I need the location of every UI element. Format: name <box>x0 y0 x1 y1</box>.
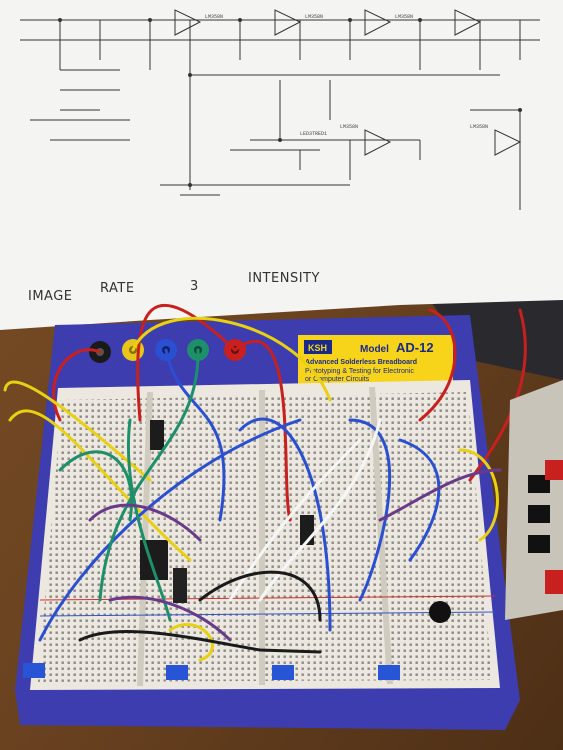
external-box <box>505 380 563 620</box>
wire-white <box>258 418 382 602</box>
slide-switch <box>378 665 400 680</box>
opamp-symbols <box>174 9 522 156</box>
jumper-wires <box>3 304 527 662</box>
wire-red <box>136 304 237 422</box>
wire-green <box>58 450 133 522</box>
model-number: AD-12 <box>396 340 434 355</box>
wire-yellow <box>8 409 192 562</box>
handwritten-intensity: INTENSITY <box>248 271 320 286</box>
wire-blue <box>398 438 441 562</box>
brand-logo: KSH <box>308 343 327 353</box>
slide-switches <box>23 663 400 680</box>
slide-switch <box>272 665 294 680</box>
product-label: KSH Model AD-12 Advanced Solderless Brea… <box>298 335 453 385</box>
handwritten-rate: RATE <box>100 281 135 296</box>
slide-switch <box>166 665 188 680</box>
breadboard-surface <box>30 380 500 690</box>
wire-black <box>78 629 322 654</box>
wire-blue <box>164 348 226 522</box>
wire-black <box>198 570 322 622</box>
wire-green <box>98 348 200 602</box>
wire-purple <box>378 468 502 522</box>
wire-blue <box>238 417 332 632</box>
wire-blue <box>38 418 302 642</box>
dark-bag <box>430 290 563 380</box>
wire-yellow <box>458 448 499 542</box>
opamp-label: LM358N <box>205 14 223 20</box>
schematic-traces <box>20 19 540 210</box>
ic-chip <box>150 420 164 450</box>
schematic-paper: LM358N LM358N LM358N LM358N LM358N LED3T… <box>0 0 563 330</box>
wire-purple <box>108 595 232 642</box>
handwritten-3: 3 <box>190 279 199 294</box>
capacitor <box>173 568 187 603</box>
product-subtitle-2: or Computer Circuits <box>305 376 370 383</box>
led-label: LED3TRED1 <box>300 131 327 137</box>
opamp-label: LM358N <box>470 124 488 130</box>
model-prefix: Model <box>360 344 389 355</box>
wire-red <box>418 308 457 422</box>
wire-red <box>233 339 292 522</box>
product-title: Advanced Solderless Breadboard <box>305 359 417 366</box>
wire-blue <box>348 418 392 602</box>
wire-purple <box>88 503 202 542</box>
wire-red <box>52 348 102 422</box>
opamp-label: LM358N <box>340 124 358 130</box>
wire-yellow <box>3 380 152 482</box>
capacitor <box>429 601 451 623</box>
handwritten-image: IMAGE <box>28 289 73 304</box>
product-subtitle-1: Prototyping & Testing for Electronic <box>305 368 414 375</box>
wire-yellow <box>168 623 214 662</box>
opamp-label: LM358N <box>305 14 323 20</box>
opamp-label: LM358N <box>395 14 413 20</box>
slide-switch <box>23 663 45 678</box>
wire-white <box>228 438 362 602</box>
component-ref-labels: LM358N LM358N LM358N LM358N LM358N LED3T… <box>205 14 488 137</box>
wire-yellow <box>131 316 332 402</box>
schematic-nodes <box>58 18 522 187</box>
